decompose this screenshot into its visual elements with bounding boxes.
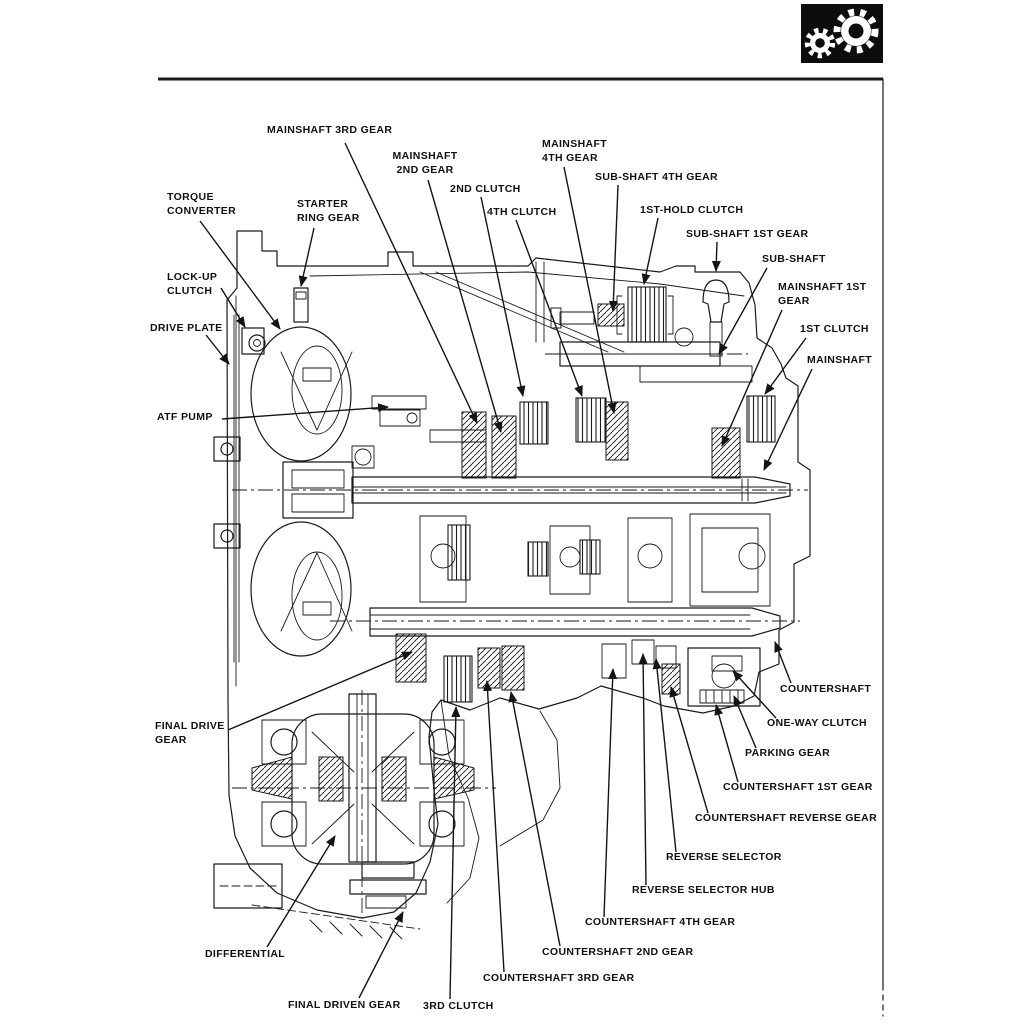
leader-countershaft-3rd-gear <box>483 680 505 973</box>
leader-countershaft-reverse-gear <box>669 686 709 814</box>
starter-ring-gear-part <box>293 287 309 323</box>
label-sub-shaft-1st-gear: SUB-SHAFT 1ST GEAR <box>686 228 809 240</box>
leader-parking-gear <box>733 695 757 749</box>
label-countershaft-3rd-gear: COUNTERSHAFT 3RD GEAR <box>483 972 635 984</box>
leader-drive-plate <box>205 334 230 365</box>
leader-reverse-selector-hub <box>638 653 648 886</box>
countershaft-reverse-gear-part <box>661 663 681 695</box>
label-countershaft-2nd-gear: COUNTERSHAFT 2ND GEAR <box>542 946 694 958</box>
leader-countershaft-2nd-gear <box>508 691 561 947</box>
label-1st-hold-clutch: 1ST-HOLD CLUTCH <box>640 204 744 216</box>
sub-shaft-1st-gear-part <box>702 279 730 323</box>
label-countershaft-4th-gear: COUNTERSHAFT 4TH GEAR <box>585 916 736 928</box>
countershaft-3rd-gear-part <box>477 647 501 689</box>
sub-shaft-assembly <box>550 279 753 383</box>
torque-converter-assembly <box>233 287 354 663</box>
label-mainshaft-3rd-gear: MAINSHAFT 3RD GEAR <box>267 124 393 136</box>
3rd-clutch-part <box>443 655 473 703</box>
leader-countershaft-4th-gear <box>603 668 618 918</box>
mainshaft-2nd-gear-part <box>491 415 517 479</box>
leader-4th-clutch <box>515 219 583 397</box>
leader-atf-pump <box>221 403 389 420</box>
mainshaft-assembly <box>351 395 791 504</box>
case-outline <box>213 230 811 919</box>
label-sub-shaft: SUB-SHAFT <box>762 253 826 265</box>
label-one-way-clutch: ONE-WAY CLUTCH <box>767 717 867 729</box>
leader-mainshaft-3rd-gear <box>344 142 478 424</box>
atf-pump-part <box>371 395 427 410</box>
leader-reverse-selector <box>652 658 677 853</box>
countershaft-4th-gear-part <box>601 643 627 679</box>
label-1st-clutch: 1ST CLUTCH <box>800 323 869 335</box>
label-3rd-clutch: 3RD CLUTCH <box>423 1000 494 1012</box>
gears-icon <box>801 4 883 63</box>
sub-shaft-4th-gear-part <box>597 303 625 327</box>
leader-mainshaft-4th-gear <box>563 166 617 414</box>
leader-sub-shaft-1st-gear <box>711 241 721 272</box>
leader-sub-shaft <box>718 267 768 355</box>
leader-starter-ring-gear <box>298 227 315 287</box>
leader-sub-shaft-4th-gear <box>608 184 619 312</box>
leader-countershaft-1st-gear <box>714 704 739 783</box>
leader-one-way-clutch <box>732 670 777 719</box>
leader-mainshaft-1st-gear <box>721 309 783 447</box>
label-reverse-selector-hub: REVERSE SELECTOR HUB <box>632 884 775 896</box>
leader-final-driven-gear <box>358 911 404 999</box>
one-way-clutch-part <box>711 655 743 672</box>
leader-mainshaft <box>763 368 813 471</box>
label-sub-shaft-4th-gear: SUB-SHAFT 4TH GEAR <box>595 171 718 183</box>
lock-up-clutch-part <box>241 327 265 355</box>
countershaft-assembly <box>369 513 781 707</box>
label-atf-pump: ATF PUMP <box>157 411 213 423</box>
leader-lock-up-clutch <box>220 287 246 328</box>
final-driven-gear-part <box>349 879 427 895</box>
label-countershaft-1st-gear: COUNTERSHAFT 1ST GEAR <box>723 781 873 793</box>
leader-1st-clutch <box>764 337 807 395</box>
label-differential: DIFFERENTIAL <box>205 948 286 960</box>
leader-lines <box>199 142 813 1000</box>
mainshaft-3rd-gear-part <box>461 411 487 479</box>
4th-clutch-part <box>575 397 607 443</box>
leader-mainshaft-2nd-gear <box>427 179 503 433</box>
label-reverse-selector: REVERSE SELECTOR <box>666 851 782 863</box>
label-mainshaft: MAINSHAFT <box>807 354 872 366</box>
page-frame <box>158 77 884 1017</box>
leader-2nd-clutch <box>480 196 526 397</box>
2nd-clutch-part <box>519 401 549 445</box>
leader-final-drive-gear <box>227 651 413 731</box>
leader-3rd-clutch <box>449 706 461 1000</box>
label-final-driven-gear: FINAL DRIVEN GEAR <box>288 999 401 1011</box>
1st-hold-clutch-part <box>627 286 667 343</box>
leader-countershaft <box>774 641 792 684</box>
label-parking-gear: PARKING GEAR <box>745 747 831 759</box>
label-countershaft-reverse-gear: COUNTERSHAFT REVERSE GEAR <box>695 812 878 824</box>
mainshaft-4th-gear-part <box>605 401 629 461</box>
label-countershaft: COUNTERSHAFT <box>780 683 872 695</box>
differential-assembly <box>213 693 561 940</box>
final-drive-gear-part <box>395 633 427 683</box>
countershaft-2nd-gear-part <box>501 645 525 691</box>
1st-clutch-part <box>746 395 776 443</box>
leader-1st-hold-clutch <box>641 217 659 285</box>
leader-torque-converter <box>199 220 281 330</box>
label-2nd-clutch: 2ND CLUTCH <box>450 183 521 195</box>
leader-differential <box>266 835 336 948</box>
mainshaft-1st-gear-part <box>711 427 741 479</box>
label-drive-plate: DRIVE PLATE <box>150 322 223 334</box>
label-4th-clutch: 4TH CLUTCH <box>487 206 557 218</box>
